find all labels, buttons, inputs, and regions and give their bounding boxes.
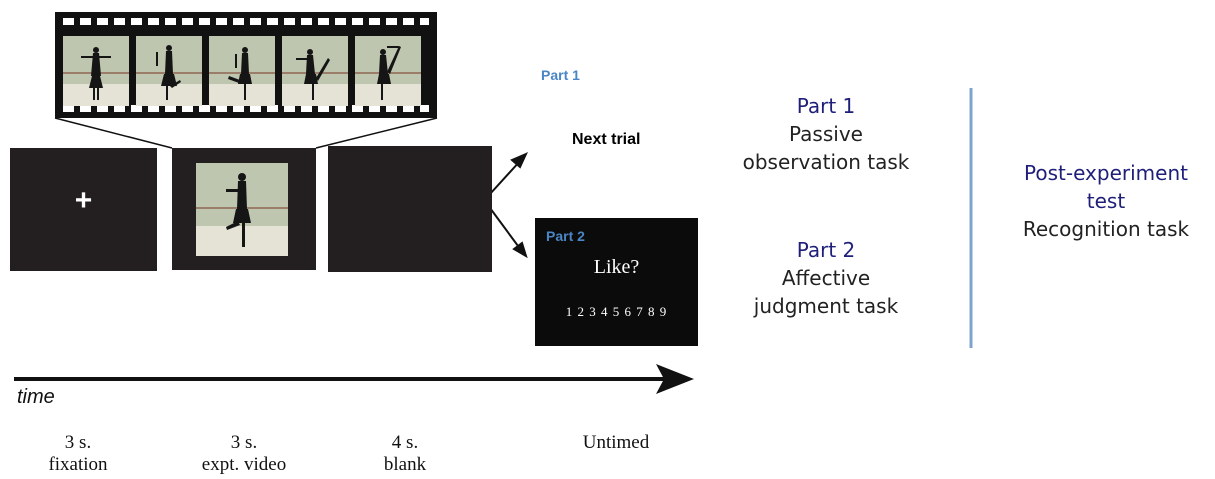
fixation-cross: + bbox=[74, 184, 93, 217]
like-question: Like? bbox=[593, 256, 640, 278]
post-title-line2: test bbox=[1086, 189, 1126, 213]
film-frame-4 bbox=[282, 36, 348, 106]
timeline-duration: 4 s. bbox=[391, 432, 419, 453]
part1-line2: observation task bbox=[742, 150, 910, 174]
part1-title: Part 1 bbox=[796, 94, 856, 118]
film-frame-5 bbox=[355, 36, 421, 106]
timeline-item-blank: 4 s. blank bbox=[345, 432, 465, 476]
post-subtitle: Recognition task bbox=[1022, 217, 1190, 241]
timeline-item-video: 3 s. expt. video bbox=[164, 432, 324, 476]
timeline-phase: blank bbox=[383, 454, 427, 475]
film-frame-1 bbox=[63, 36, 129, 106]
video-screen bbox=[172, 148, 316, 270]
part1-small-label: Part 1 bbox=[541, 67, 580, 83]
film-perforation-bottom bbox=[63, 105, 429, 112]
part2-small-label: Part 2 bbox=[546, 228, 585, 244]
part2-line1: Affective bbox=[781, 266, 871, 290]
timeline-duration: 3 s. bbox=[230, 432, 258, 453]
part2-line2: judgment task bbox=[753, 294, 899, 318]
timeline-item-fixation: 3 s. fixation bbox=[8, 432, 148, 476]
next-trial-label: Next trial bbox=[572, 131, 641, 148]
part2-title: Part 2 bbox=[796, 238, 856, 262]
part1-description: Part 1 Passive observation task bbox=[726, 92, 926, 176]
film-perforation-top bbox=[63, 18, 429, 25]
dancer-figure bbox=[226, 173, 251, 247]
blank-screen bbox=[328, 146, 492, 272]
timeline-phase: expt. video bbox=[201, 454, 287, 475]
film-frame-3 bbox=[209, 36, 275, 106]
timeline-duration: 3 s. bbox=[64, 432, 92, 453]
part1-line1: Passive bbox=[789, 122, 863, 146]
fixation-screen: + bbox=[10, 148, 157, 271]
time-axis-label: time bbox=[17, 386, 55, 408]
post-title-line1: Post-experiment bbox=[1024, 161, 1188, 185]
film-frame-2 bbox=[136, 36, 202, 106]
part2-description: Part 2 Affective judgment task bbox=[726, 236, 926, 320]
video-still bbox=[196, 163, 288, 256]
post-experiment-description: Post-experiment test Recognition task bbox=[1006, 159, 1206, 243]
film-strip bbox=[55, 12, 437, 118]
timeline-duration: Untimed bbox=[582, 432, 650, 453]
timeline-item-untimed: Untimed bbox=[546, 432, 686, 454]
timeline-phase: fixation bbox=[48, 454, 108, 475]
rating-scale: 1 2 3 4 5 6 7 8 9 bbox=[565, 304, 668, 319]
rating-screen: Part 2 Like? 1 2 3 4 5 6 7 8 9 bbox=[535, 218, 698, 346]
